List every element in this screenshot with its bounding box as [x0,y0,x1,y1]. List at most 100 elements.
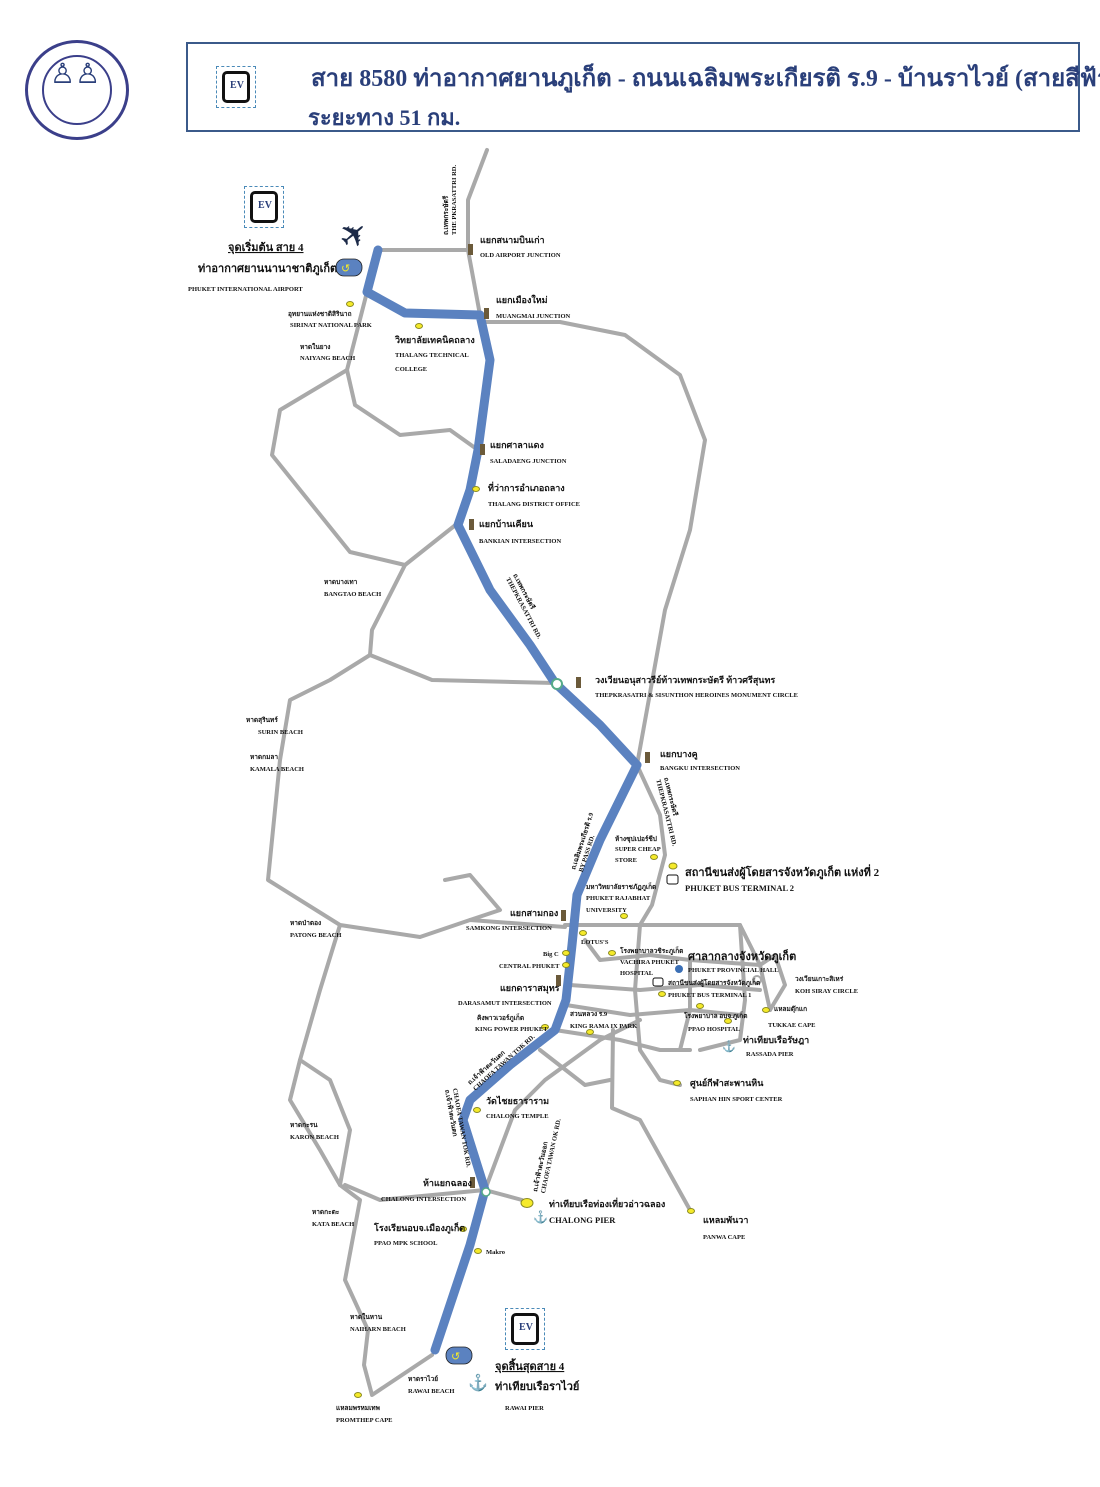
place-king-power[interactable]: คิงพาวเวอร์ภูเก็ต KING POWER PHUKET [475,1013,549,1033]
svg-text:สถานีขนส่งผู้โดยสารจังหวัดภูเก: สถานีขนส่งผู้โดยสารจังหวัดภูเก็ต แห่งที่… [685,864,880,880]
route-header: EV สาย 8580 ท่าอากาศยานภูเก็ต - ถนนเฉลิม… [186,42,1100,132]
svg-text:SURIN BEACH: SURIN BEACH [258,729,303,736]
svg-text:BANGKU INTERSECTION: BANGKU INTERSECTION [660,765,740,772]
landmark-provincial-hall[interactable]: ศาลากลางจังหวัดภูเก็ต PHUKET PROVINCIAL H… [675,949,796,974]
svg-text:CHALONG INTERSECTION: CHALONG INTERSECTION [381,1196,466,1203]
svg-text:ท่าเทียบเรือท่องเที่ยวอ่าวฉลอง: ท่าเทียบเรือท่องเที่ยวอ่าวฉลอง [549,1197,665,1209]
svg-text:SAPHAN HIN SPORT CENTER: SAPHAN HIN SPORT CENTER [690,1096,783,1103]
road-name-label: ถ.เทพกระษัตรีTHEPKRASATTRI RD. [504,572,543,640]
end-name-en: RAWAI PIER [505,1405,544,1412]
place-promthep-cape[interactable]: แหลมพรหมเทพ PROMTHEP CAPE [336,1392,393,1425]
svg-text:KING POWER PHUKET: KING POWER PHUKET [475,1026,548,1033]
svg-text:PPAO HOSPITAL: PPAO HOSPITAL [688,1026,741,1033]
route-distance: ระยะทาง 51 กม. [308,105,461,130]
svg-text:RAWAI BEACH: RAWAI BEACH [408,1388,454,1395]
svg-text:แยกสนามบินเก่า: แยกสนามบินเก่า [480,235,545,245]
end-stop-marker[interactable]: ↺ [445,1346,473,1365]
place-surin-beach[interactable]: หาดสุรินทร์SURIN BEACH [246,716,303,736]
svg-text:แหลมพรหมเทพ: แหลมพรหมเทพ [336,1405,380,1412]
svg-text:VACHIRA PHUKET: VACHIRA PHUKET [620,959,680,966]
landmark-bus-terminal-1[interactable]: สถานีขนส่งผู้โดยสารจังหวัดภูเก็ต PHUKET B… [652,977,760,999]
road-network [266,148,787,1397]
svg-text:PROMTHEP CAPE: PROMTHEP CAPE [336,1417,393,1424]
landmark-bus-terminal-2[interactable]: สถานีขนส่งผู้โดยสารจังหวัดภูเก็ต แห่งที่… [666,862,880,893]
start-name-en: PHUKET INTERNATIONAL AIRPORT [188,286,303,293]
place-karon-beach[interactable]: หาดกะรน KARON BEACH [290,1122,339,1141]
junction-muangmai[interactable]: แยกเมืองใหม่MUANGMAI JUNCTION [484,294,571,320]
junction-bangku[interactable]: แยกบางคู BANGKU INTERSECTION [645,749,740,772]
start-stop-marker[interactable]: ↺ [335,258,363,277]
svg-text:LOTUS'S: LOTUS'S [581,939,609,946]
svg-text:DARASAMUT INTERSECTION: DARASAMUT INTERSECTION [458,1000,552,1007]
svg-text:หาดราไวย์: หาดราไวย์ [408,1374,438,1383]
svg-text:STORE: STORE [615,857,637,864]
ev-label: EV [258,200,272,211]
svg-text:THEPKRASATRI & SISUNTHON HEROI: THEPKRASATRI & SISUNTHON HEROINES MONUME… [595,692,798,699]
svg-text:สวนหลวง ร.9: สวนหลวง ร.9 [570,1011,608,1018]
svg-text:COLLEGE: COLLEGE [395,366,427,373]
place-central-phuket[interactable]: CENTRAL PHUKET [499,962,570,971]
svg-text:หาดป่าตอง: หาดป่าตอง [290,919,321,927]
svg-text:RASSADA PIER: RASSADA PIER [746,1051,794,1058]
place-big-c[interactable]: Big C [543,950,570,959]
svg-text:แยกบางคู: แยกบางคู [660,749,698,760]
svg-text:หาดบางเทา: หาดบางเทา [324,579,358,586]
svg-text:PHUKET BUS TERMINAL 2: PHUKET BUS TERMINAL 2 [685,883,794,893]
svg-text:หาดในหาน: หาดในหาน [350,1312,383,1321]
svg-text:ห้าแยกฉลอง: ห้าแยกฉลอง [423,1178,472,1188]
svg-text:หาดกะรน: หาดกะรน [290,1122,318,1129]
svg-text:KARON BEACH: KARON BEACH [290,1134,339,1141]
anchor-icon: ⚓ [722,1040,736,1053]
svg-text:หาดในยาง: หาดในยาง [300,342,330,351]
ev-label: EV [230,80,244,91]
place-rawai-beach[interactable]: หาดราไวย์ RAWAI BEACH [408,1374,454,1395]
svg-text:อุทยานแห่งชาติสิรินาถ: อุทยานแห่งชาติสิรินาถ [288,310,352,318]
ev-bus-icon: EV [216,66,256,108]
svg-text:ศาลากลางจังหวัดภูเก็ต: ศาลากลางจังหวัดภูเก็ต [688,949,796,964]
svg-text:PHUKET PROVINCIAL HALL: PHUKET PROVINCIAL HALL [688,967,779,974]
end-name-th: ท่าเทียบเรือราไวย์ [495,1379,579,1393]
svg-text:ที่ว่าการอำเภอถลาง: ที่ว่าการอำเภอถลาง [488,481,565,493]
svg-text:สถานีขนส่งผู้โดยสารจังหวัดภูเก: สถานีขนส่งผู้โดยสารจังหวัดภูเก็ต [668,978,760,988]
junction-heroines-monument[interactable]: วงเวียนอนุสาวรีย์ท้าวเทพกระษัตรี ท้าวศรี… [551,674,798,699]
place-makro[interactable]: Makro [474,1248,506,1257]
svg-text:UNIVERSITY: UNIVERSITY [586,907,627,914]
svg-text:KING RAMA IX PARK: KING RAMA IX PARK [570,1023,637,1030]
svg-text:PHUKET BUS TERMINAL 1: PHUKET BUS TERMINAL 1 [668,992,751,999]
place-koh-siray-circle[interactable]: วงเวียนเกาะสิเหร่KOH SIRAY CIRCLE [752,975,858,995]
svg-text:แยกบ้านเคียน: แยกบ้านเคียน [479,519,534,529]
junction-chalong[interactable]: ห้าแยกฉลอง CHALONG INTERSECTION [381,1177,491,1203]
start-ev-bus-icon: EV [244,186,284,228]
place-lotuss[interactable]: LOTUS'S [579,930,609,947]
svg-text:KOH SIRAY CIRCLE: KOH SIRAY CIRCLE [795,988,858,995]
svg-text:คิงพาวเวอร์ภูเก็ต: คิงพาวเวอร์ภูเก็ต [477,1013,524,1023]
svg-text:CHALONG PIER: CHALONG PIER [549,1215,616,1225]
